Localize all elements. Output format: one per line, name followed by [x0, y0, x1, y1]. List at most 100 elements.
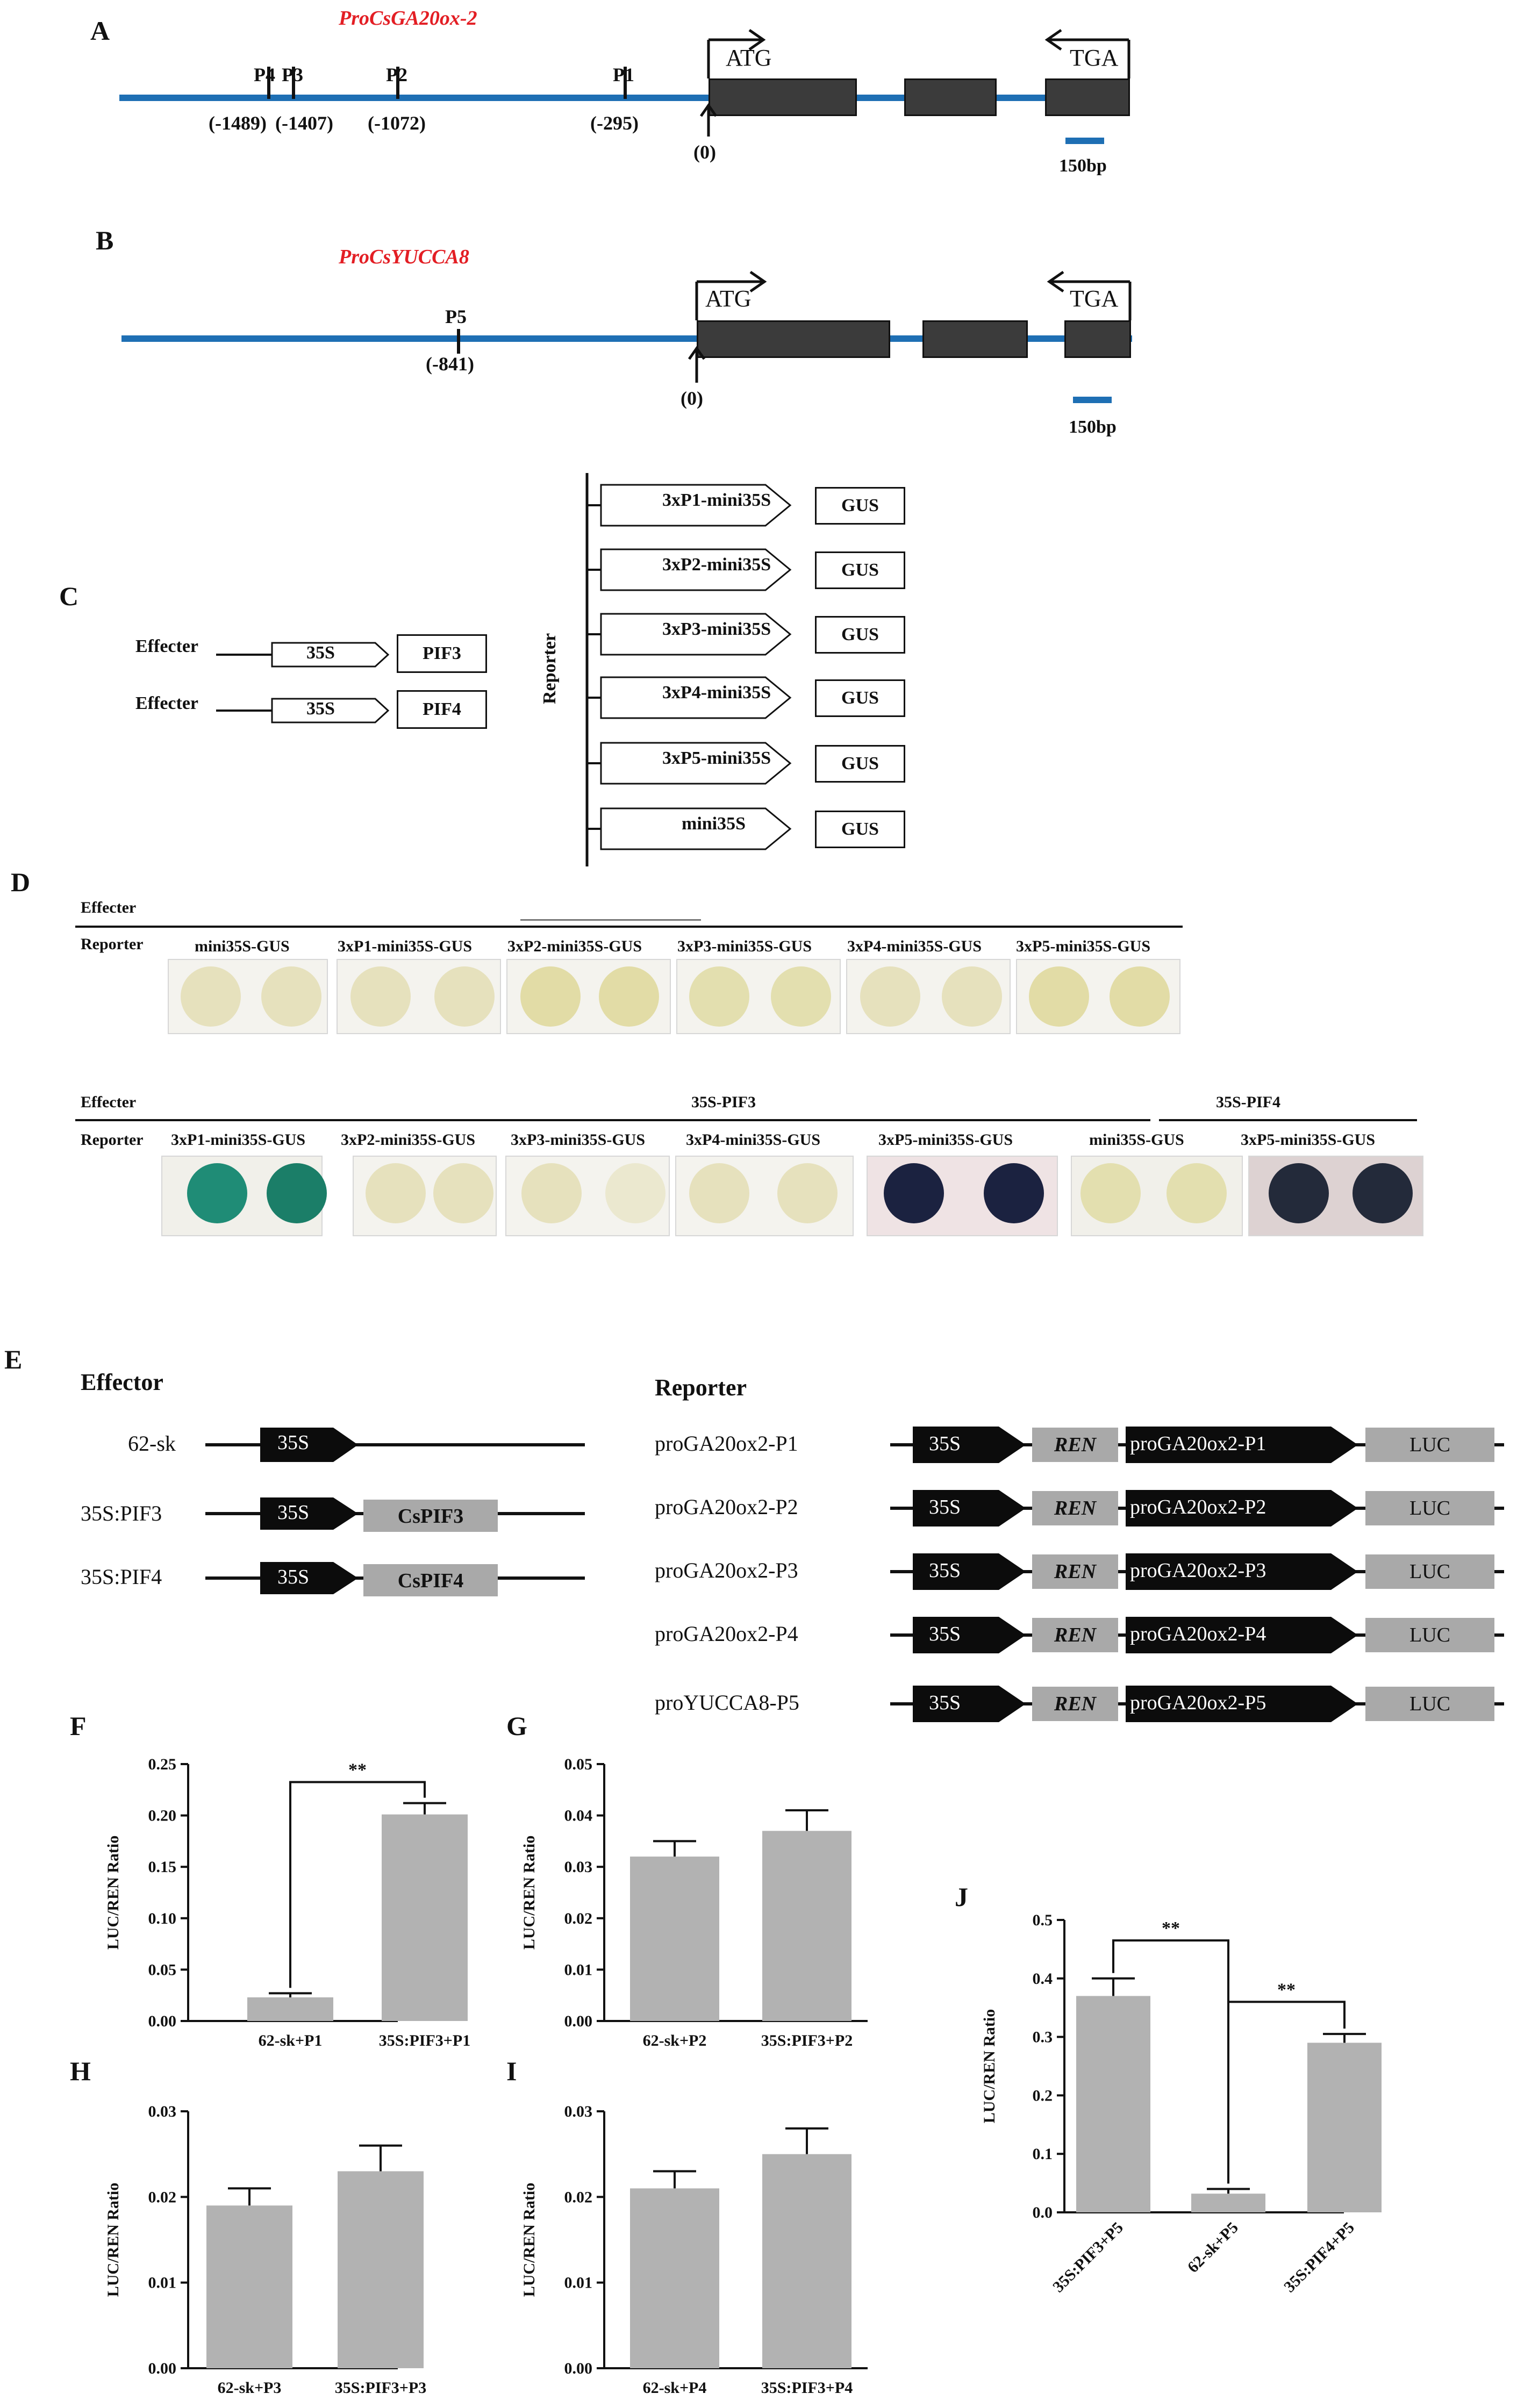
gus-box: GUS — [815, 616, 905, 654]
panel-letter: B — [96, 225, 114, 255]
reporter-name: 3xP5-mini35S-GUS — [878, 1131, 1013, 1149]
site-label: P4 — [254, 64, 275, 85]
exon-box — [904, 78, 997, 116]
p35s-label: 35S — [929, 1496, 961, 1518]
promoter-arrow — [1126, 1553, 1358, 1590]
site-position: (-1072) — [368, 112, 426, 134]
y-tick-label: 0.00 — [148, 2360, 177, 2377]
x-tick-label: 62-sk+P1 — [259, 2032, 323, 2049]
luc-box: LUC — [1365, 1618, 1494, 1652]
reporter-promoter: 3xP1-mini35S — [662, 490, 771, 510]
x-tick-label: 35S:PIF3+P5 — [1049, 2219, 1127, 2296]
gus-box: GUS — [815, 551, 905, 589]
y-tick-label: 0.0 — [1033, 2204, 1053, 2221]
atg-label: ATG — [726, 45, 772, 71]
effector-heading: Effector — [81, 1369, 163, 1395]
y-tick-label: 0.5 — [1033, 1911, 1053, 1929]
gus-stain-spot — [884, 1163, 944, 1223]
p35s-arrow — [913, 1617, 1026, 1653]
ren-box: REN — [1032, 1618, 1118, 1652]
panel-letter: F — [70, 1711, 87, 1741]
gus-box: GUS — [815, 679, 905, 717]
site-tick — [292, 67, 295, 99]
luc-box: LUC — [1365, 1428, 1494, 1462]
bar — [247, 1997, 333, 2021]
y-axis-label: LUC/REN Ratio — [520, 1836, 538, 1950]
y-tick-label: 0.05 — [148, 1961, 177, 1979]
effecter-label: Effecter — [135, 693, 199, 713]
p35s-label: 35S — [929, 1692, 961, 1714]
y-tick-label: 0.03 — [564, 1858, 593, 1876]
significance-label: ** — [1277, 1980, 1296, 2000]
significance-bracket — [1227, 2001, 1346, 2184]
bar — [762, 1831, 851, 2021]
promoter-arrow — [1126, 1490, 1358, 1526]
y-axis-label: LUC/REN Ratio — [104, 1836, 122, 1950]
gus-stain-spot — [605, 1163, 666, 1223]
luc-box: LUC — [1365, 1554, 1494, 1589]
site-label: P2 — [386, 64, 407, 85]
site-label: P5 — [445, 306, 467, 327]
reporter-name: 3xP5-mini35S-GUS — [1016, 937, 1151, 955]
y-tick-label: 0.20 — [148, 1807, 177, 1825]
gene-title: ProCsGA20ox-2 — [339, 7, 477, 30]
y-tick-label: 0.02 — [564, 1910, 593, 1927]
y-axis-label: LUC/REN Ratio — [104, 2183, 122, 2297]
bar — [630, 2188, 719, 2368]
y-tick-label: 0.00 — [564, 2012, 593, 2030]
divider — [75, 1119, 1150, 1121]
bar — [206, 2205, 292, 2368]
atg-label: ATG — [705, 285, 752, 312]
reporter-name: proGA20ox2-P1 — [655, 1431, 798, 1456]
y-tick-label: 0.02 — [148, 2188, 177, 2206]
y-tick-label: 0.3 — [1033, 2029, 1053, 2046]
gus-stain-spot — [1167, 1163, 1227, 1223]
tss-label: (0) — [681, 388, 703, 409]
y-tick-label: 0.03 — [564, 2103, 593, 2120]
tga-label: TGA — [1070, 45, 1119, 71]
reporter-name: proGA20ox2-P3 — [655, 1558, 798, 1582]
bar — [762, 2154, 851, 2368]
promoter-label: 35S — [277, 1566, 310, 1588]
y-tick-label: 0.10 — [148, 1910, 177, 1927]
bar — [338, 2171, 424, 2368]
gene-title: ProCsYUCCA8 — [339, 246, 469, 268]
gus-stain-spot — [187, 1163, 247, 1223]
site-position: (-295) — [590, 112, 639, 134]
reporter-label: Reporter — [81, 935, 144, 953]
effector-gene-box: CsPIF3 — [363, 1500, 498, 1532]
divider — [1159, 1119, 1417, 1121]
x-tick-label: 62-sk+P3 — [218, 2379, 282, 2397]
promoter-arrow — [1126, 1427, 1358, 1463]
panel-letter: J — [955, 1882, 968, 1912]
p35s-arrow — [913, 1427, 1026, 1463]
gus-stain-spot — [689, 966, 749, 1027]
bar — [1191, 2194, 1265, 2212]
effector-construct-diagram — [205, 1428, 585, 1594]
y-tick-label: 0.04 — [564, 1807, 593, 1825]
effecter-label: Effecter — [135, 636, 199, 656]
gus-box: GUS — [815, 811, 905, 848]
gus-stain-spot — [777, 1163, 838, 1223]
gus-stain-spot — [261, 966, 321, 1027]
gus-stain-spot — [771, 966, 831, 1027]
reporter-name: 3xP5-mini35S-GUS — [1241, 1131, 1376, 1149]
gus-box: GUS — [815, 487, 905, 525]
construct-diagram-lines — [216, 473, 792, 866]
p35s-label: 35S — [929, 1432, 961, 1455]
bar — [1307, 2042, 1382, 2212]
y-axis-label: LUC/REN Ratio — [520, 2183, 538, 2297]
p35s-label: 35S — [929, 1559, 961, 1582]
gus-stain-spot — [1080, 1163, 1141, 1223]
bar — [630, 1857, 719, 2021]
significance-bracket — [289, 1781, 426, 1988]
promoter-label: 35S — [277, 1501, 310, 1524]
ren-box: REN — [1032, 1554, 1118, 1589]
reporter-name: 3xP4-mini35S-GUS — [686, 1131, 821, 1149]
gus-stain-spot — [860, 966, 920, 1027]
gus-stain-spot — [1269, 1163, 1329, 1223]
exon-box — [922, 320, 1028, 358]
reporter-promoter: 3xP2-mini35S — [662, 555, 771, 575]
y-tick-label: 0.05 — [564, 1755, 593, 1773]
